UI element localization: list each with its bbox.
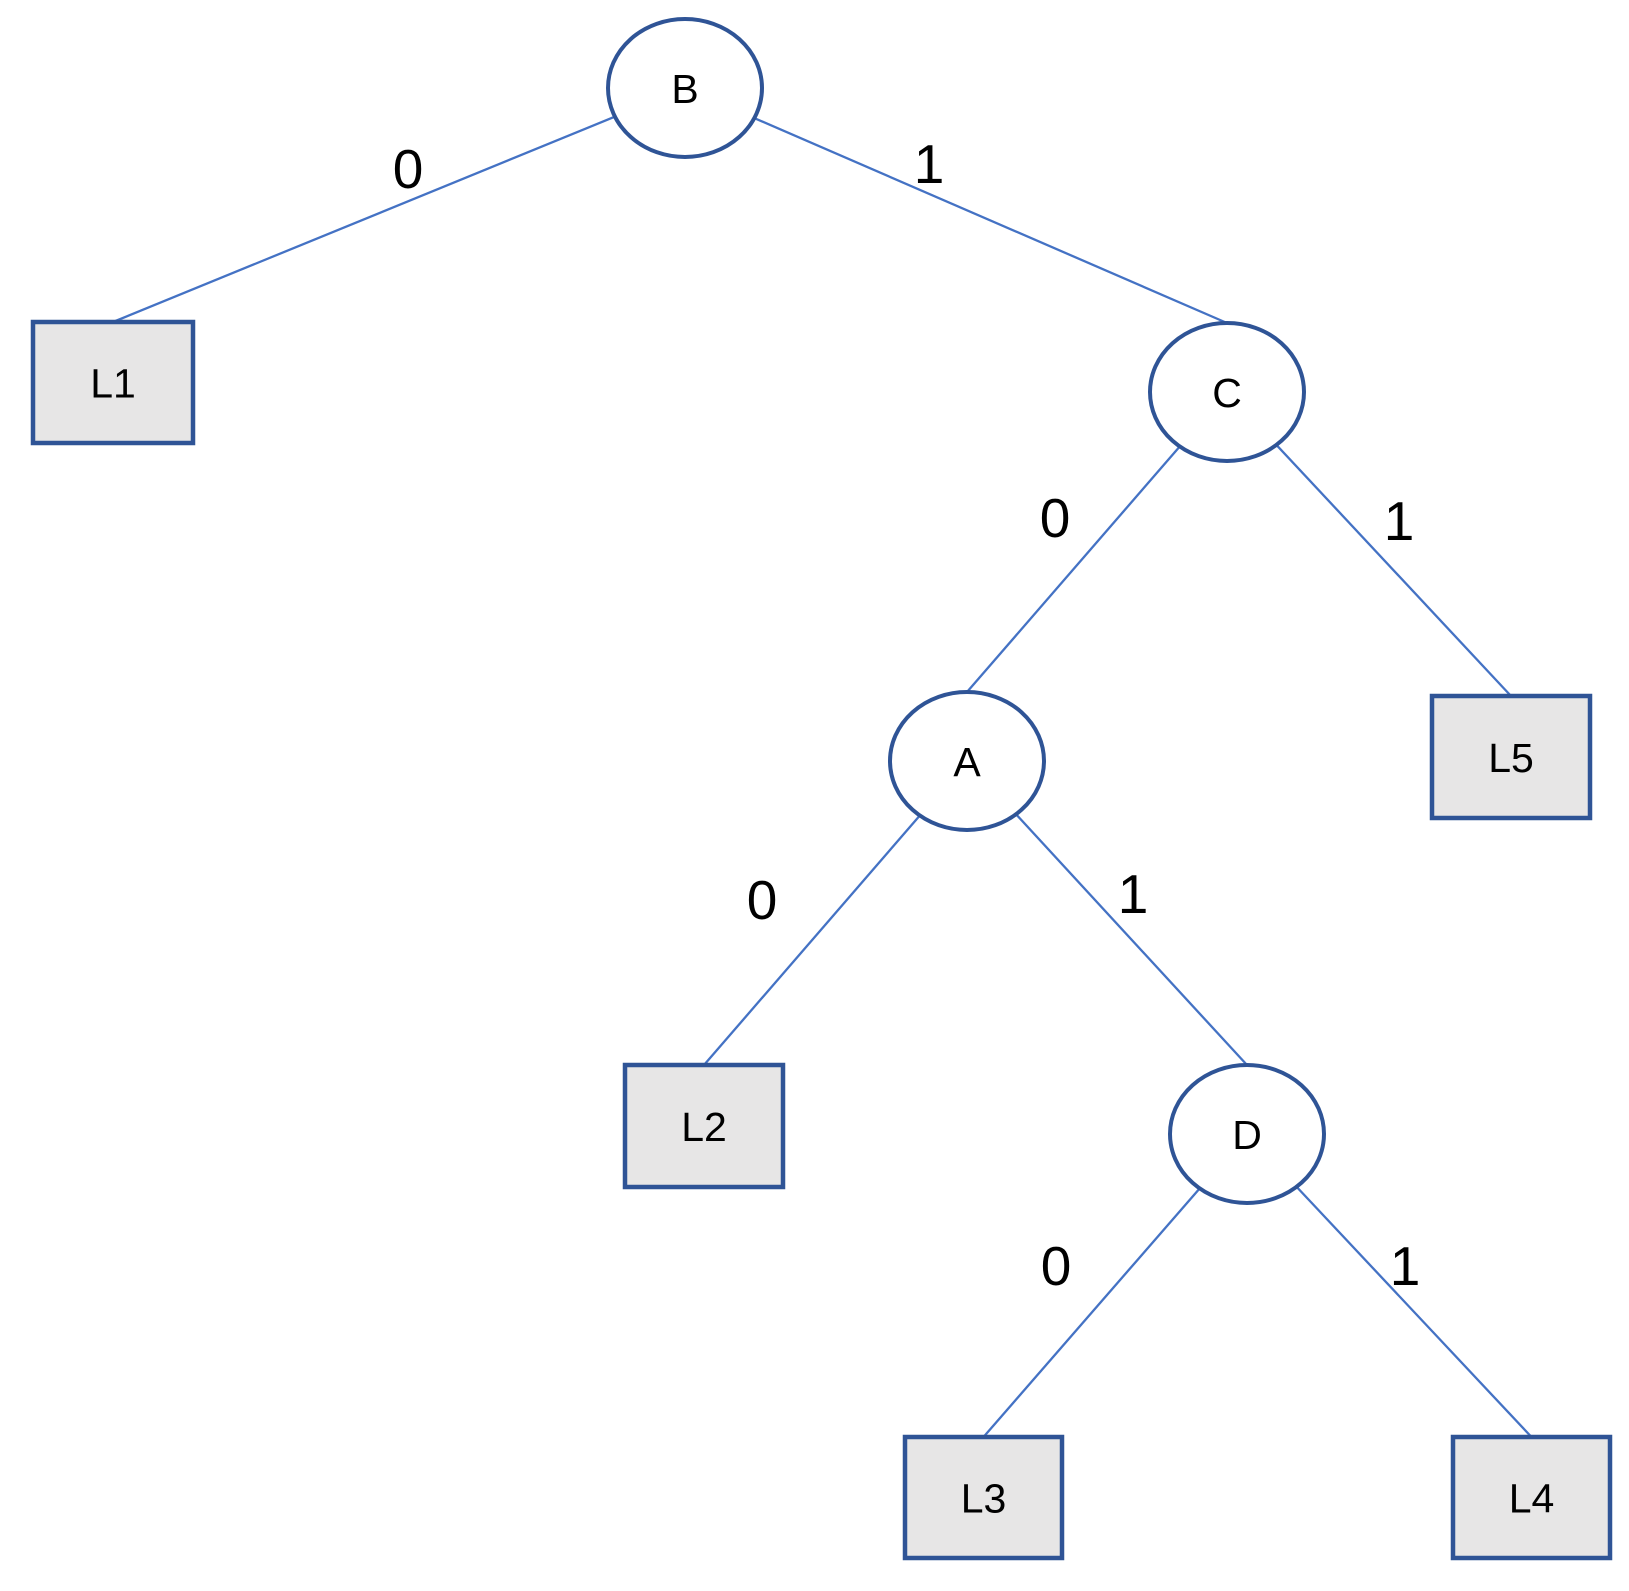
edge-bit-label-C-A: 0 bbox=[1040, 487, 1071, 549]
leaf-label-L3: L3 bbox=[961, 1475, 1007, 1521]
leaf-node-L1 bbox=[30, 319, 196, 446]
edge-bit-label-D-L3: 0 bbox=[1041, 1235, 1072, 1297]
internal-node-label-C: C bbox=[1212, 370, 1242, 416]
internal-node-A bbox=[888, 690, 1046, 832]
edge-bit-label-D-L4: 1 bbox=[1390, 1235, 1421, 1297]
internal-node-label-A: A bbox=[953, 739, 981, 785]
leaf-label-L2: L2 bbox=[681, 1104, 727, 1150]
leaf-node-L3 bbox=[902, 1434, 1065, 1561]
leaf-label-L4: L4 bbox=[1509, 1475, 1555, 1521]
internal-node-B bbox=[606, 17, 764, 159]
leaf-node-L4 bbox=[1450, 1434, 1613, 1561]
edge-bit-label-A-L2: 0 bbox=[747, 869, 778, 931]
edge-bit-label-A-D: 1 bbox=[1118, 863, 1149, 925]
leaf-label-L5: L5 bbox=[1488, 735, 1534, 781]
leaf-node-L5 bbox=[1429, 693, 1593, 821]
internal-node-D bbox=[1168, 1063, 1326, 1205]
internal-node-C bbox=[1148, 321, 1306, 463]
edge-bit-label-C-L5: 1 bbox=[1384, 490, 1415, 552]
leaf-node-L2 bbox=[622, 1062, 786, 1190]
leaf-label-L1: L1 bbox=[90, 360, 136, 406]
edge-bit-label-B-C: 1 bbox=[914, 133, 945, 195]
edge-B-C bbox=[684, 86, 1228, 325]
internal-node-label-B: B bbox=[671, 66, 698, 112]
edge-B-L1 bbox=[112, 86, 686, 324]
internal-node-label-D: D bbox=[1232, 1112, 1262, 1158]
edge-bit-label-B-L1: 0 bbox=[393, 138, 424, 200]
